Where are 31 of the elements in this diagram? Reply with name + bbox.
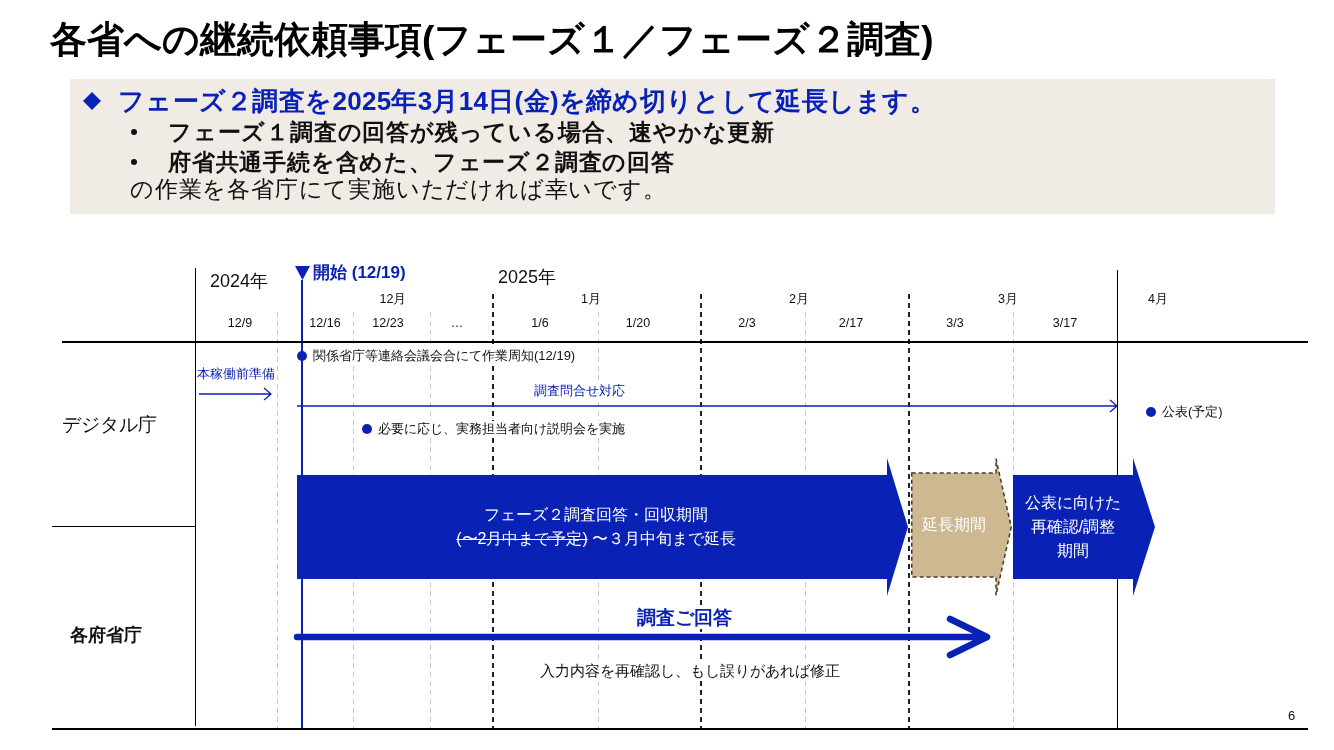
- event-note: 必要に応じ、実務担当者向け説明会を実施: [378, 421, 625, 437]
- month-label: 3月: [998, 291, 1018, 307]
- page-title: 各省への継続依頼事項(フェーズ１／フェーズ２調査): [50, 18, 934, 62]
- task-note: 入力内容を再確認し、もし誤りがあれば修正: [540, 662, 840, 680]
- chevron-arrow-shape: [911, 458, 1012, 596]
- period-label: 延長期間: [921, 515, 986, 535]
- period-label: 〜３月中旬まで延長: [591, 529, 736, 549]
- task-label: 調査ご回答: [636, 606, 732, 630]
- month-label: 2月: [789, 291, 809, 307]
- month-label: 4月: [1148, 291, 1168, 307]
- task-label: 調査問合せ対応: [533, 383, 625, 399]
- bullet-text: 府省共通手続を含めた、フェーズ２調査の回答: [168, 148, 675, 177]
- notice-heading: フェーズ２調査を2025年3月14日(金)を締め切りとして延長します。: [118, 85, 937, 118]
- month-label: 1月: [581, 291, 601, 307]
- event-note: 公表(予定): [1162, 404, 1223, 420]
- bullet-text: フェーズ１調査の回答が残っている場合、速やかな更新: [168, 118, 775, 147]
- lane-label: デジタル庁: [62, 413, 157, 437]
- start-date-label: 開始 (12/19): [313, 262, 406, 284]
- chevron-arrow-shape: [1013, 458, 1155, 596]
- task-label: 本稼働前準備: [197, 366, 275, 382]
- year-label: 2024年: [210, 271, 269, 293]
- period-label: フェーズ２調査回答・回収期間: [484, 505, 708, 525]
- month-label: 12月: [379, 291, 407, 307]
- lane-label: 各府省庁: [70, 625, 142, 647]
- notice-panel: [70, 79, 1275, 214]
- event-note: 関係省庁等連絡会議会合にて作業周知(12/19): [313, 348, 576, 364]
- period-label: (〜2月中まで予定): [456, 529, 588, 549]
- notice-text: の作業を各省庁にて実施いただければ幸いです。: [130, 175, 667, 204]
- year-label: 2025年: [498, 267, 557, 289]
- period-label: 公表に向けた再確認/調整期間: [1024, 493, 1122, 561]
- chevron-arrow-shape: [297, 458, 908, 596]
